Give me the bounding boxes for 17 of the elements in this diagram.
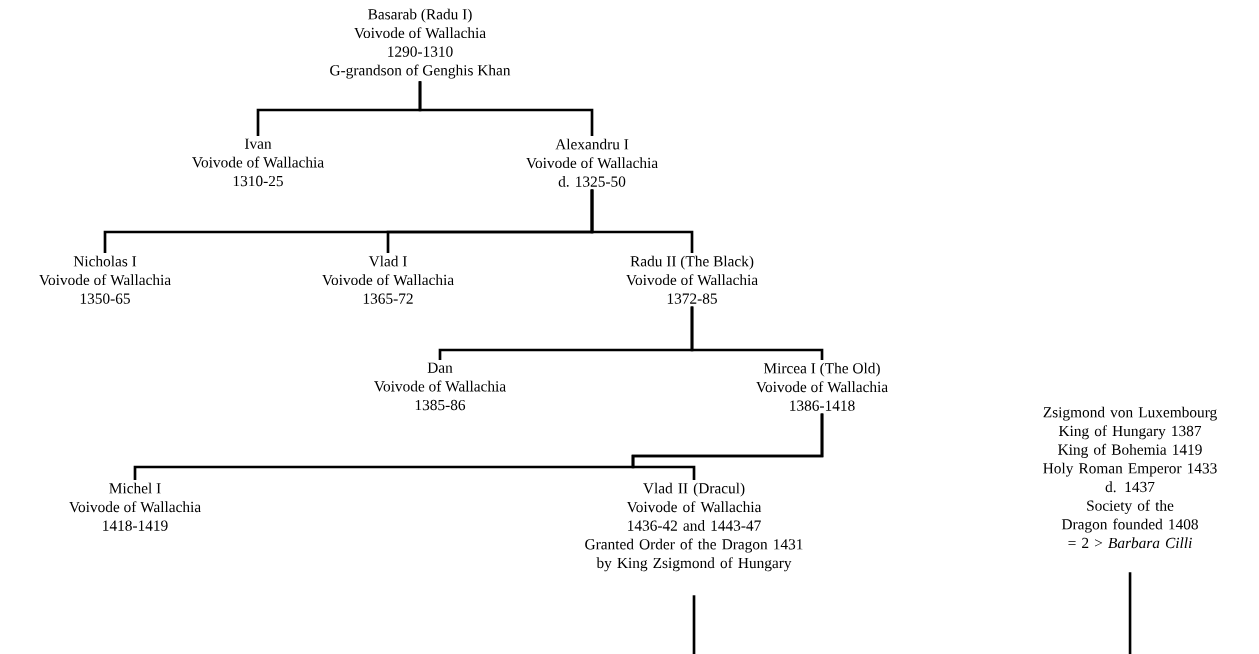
- person-entry: Vlad II (Dracul) Voivode of Wallachia 1436-42 and 1443-47 Granted Order of the Dragon 1431 by King Zsigmond of Hungary: [585, 482, 803, 572]
- tree-line: [692, 595, 696, 654]
- person-entry: Mircea I (The Old) Voivode of Wallachia 1386-1418: [756, 362, 888, 411]
- person-entry: Radu II (The Black) Voivode of Wallachia 1372-85: [626, 255, 758, 304]
- person-entry: Alexandru I Voivode of Wallachia d. 1325-50: [526, 138, 658, 187]
- person-entry: Nicholas I Voivode of Wallachia 1350-65: [39, 255, 171, 304]
- person-entry: Michel I Voivode of Wallachia 1418-1419: [69, 482, 201, 531]
- person-entry: Zsigmond von Luxembourg King of Hungary 1387 King of Bohemia 1419 Holy Roman Emperor 1433 d. 1437 Society of the Dragon founded 1408 = 2 > Barbara Cilli: [1043, 406, 1217, 549]
- tree-line: [690, 306, 824, 360]
- tree-line: [1128, 572, 1132, 654]
- person-entry: Basarab (Radu I) Voivode of Wallachia 1290-1310 G-grandson of Genghis Khan: [330, 8, 511, 79]
- person-entry: Dan Voivode of Wallachia 1385-86: [374, 362, 506, 411]
- tree-line: [631, 413, 824, 480]
- tree-line: [418, 81, 594, 136]
- person-entry: Vlad I Voivode of Wallachia 1365-72: [322, 255, 454, 304]
- person-entry: Ivan Voivode of Wallachia 1310-25: [192, 138, 324, 187]
- tree-line: [590, 189, 694, 253]
